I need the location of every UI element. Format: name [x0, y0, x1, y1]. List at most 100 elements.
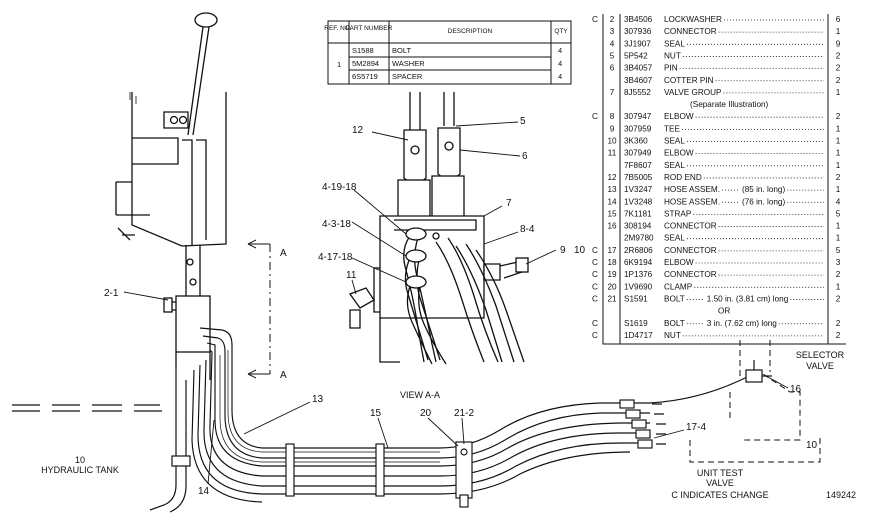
tank-ref-number: 10 — [75, 455, 85, 465]
parts-list-description: SEAL — [664, 161, 685, 170]
parts-list-ref: 20 — [607, 282, 617, 291]
parts-list-quantity: 2 — [836, 270, 841, 279]
table-row-part: S1588 — [352, 46, 374, 55]
parts-list-ref: 11 — [608, 149, 617, 158]
table-row-desc: SPACER — [392, 72, 423, 81]
parts-list-change-flag: C — [592, 331, 598, 340]
tank-caption: HYDRAULIC TANK — [41, 465, 119, 475]
parts-list-ref: 10 — [607, 137, 617, 146]
parts-list-quantity: 2 — [836, 76, 841, 85]
parts-list-part-number: S1619 — [624, 319, 648, 328]
callout-11: 11 — [346, 270, 357, 281]
parts-list-ref: 13 — [607, 185, 617, 194]
table-header-qty: QTY — [554, 28, 568, 35]
parts-list-description: SEAL — [664, 39, 685, 48]
parts-list-description: VALVE GROUP — [664, 88, 722, 97]
parts-list-quantity: 6 — [836, 15, 841, 24]
parts-list-part-number: 307936 — [624, 27, 652, 36]
callout-21-2: 21-2 — [454, 408, 474, 419]
parts-list-description: NUT — [664, 331, 681, 340]
parts-list-ref: 15 — [607, 209, 617, 218]
callout-14: 14 — [198, 486, 210, 497]
parts-list-quantity: 1 — [836, 124, 841, 133]
parts-list-change-flag: C — [592, 282, 598, 291]
parts-list-description: STRAP — [664, 209, 692, 218]
parts-list-part-number: 3J1907 — [624, 39, 651, 48]
parts-list-description: TEE — [664, 124, 680, 133]
parts-list-ref: 4 — [610, 39, 615, 48]
control-lever-assembly — [115, 12, 227, 380]
callout-2-1: 2-1 — [104, 288, 119, 299]
parts-list-quantity: 1 — [836, 149, 841, 158]
view-a-a-illustration — [348, 92, 529, 365]
table-row-part: 5M2894 — [352, 59, 379, 68]
tank-lines — [12, 370, 191, 513]
parts-list-description-detail: 3 in. (7.62 cm) long — [707, 319, 778, 328]
parts-list-description: SEAL — [664, 234, 685, 243]
unit-test-caption-2: VALVE — [706, 478, 734, 488]
figure-number: 149242 — [826, 490, 856, 500]
parts-list-ref: 19 — [607, 270, 617, 279]
parts-list-ref: 12 — [607, 173, 617, 182]
parts-list-description: ELBOW — [664, 258, 694, 267]
parts-list-change-flag: C — [592, 319, 598, 328]
parts-list-part-number: 307959 — [624, 124, 652, 133]
parts-list-ref: 8 — [610, 112, 615, 121]
callout-4-19-18: 4-19-18 — [322, 182, 357, 193]
callout-6: 6 — [522, 151, 528, 162]
parts-list-ref: 3 — [610, 27, 615, 36]
parts-list-part-number: 308194 — [624, 222, 652, 231]
top-parts-table — [327, 20, 572, 85]
parts-list-ref: 2 — [610, 15, 615, 24]
parts-list-quantity: 1 — [836, 222, 841, 231]
parts-list-description: NUT — [664, 51, 681, 60]
parts-list-ref: 16 — [607, 222, 617, 231]
top-table-rows: S1588 BOLT 4 5M2894 WASHER 4 6S5719 SPAC… — [352, 46, 562, 81]
parts-list-ref: 21 — [607, 294, 617, 303]
parts-list-description: COTTER PIN — [664, 76, 714, 85]
callout-8-4: 8-4 — [520, 224, 535, 235]
unit-test-caption-1: UNIT TEST — [697, 468, 744, 478]
callout-5: 5 — [520, 116, 526, 127]
section-label-a-bottom: A — [280, 370, 287, 381]
parts-list-description: CLAMP — [664, 282, 693, 291]
callout-9: 9 — [560, 245, 566, 256]
parts-list-quantity: 2 — [836, 51, 841, 60]
table-row-qty: 4 — [558, 72, 562, 81]
callout-17-4: 17-4 — [686, 422, 706, 433]
table-row-desc: BOLT — [392, 46, 411, 55]
callout-10-bottom: 10 — [806, 440, 818, 451]
parts-list-description: CONNECTOR — [664, 246, 717, 255]
parts-list-ref: 7 — [610, 88, 615, 97]
selector-caption-1: SELECTOR — [796, 350, 845, 360]
parts-list-part-number: 7F8607 — [624, 161, 652, 170]
parts-list-part-number: 1V9690 — [624, 282, 653, 291]
parts-list-description: CONNECTOR — [664, 27, 717, 36]
parts-list-ref: 5 — [610, 51, 615, 60]
table-row-desc: WASHER — [392, 59, 425, 68]
parts-list-part-number: 5P542 — [624, 51, 648, 60]
table-header-part: PART NUMBER — [346, 25, 393, 32]
callout-16: 16 — [790, 384, 802, 395]
parts-list-change-flag: C — [592, 294, 598, 303]
parts-list-change-flag: C — [592, 15, 598, 24]
parts-list-quantity: 3 — [836, 258, 841, 267]
parts-list-description: BOLT — [664, 294, 685, 303]
callout-4-17-18: 4-17-18 — [318, 252, 353, 263]
callout-13: 13 — [312, 394, 324, 405]
parts-list-part-number: 8J5552 — [624, 88, 651, 97]
parts-list-description: ELBOW — [664, 149, 694, 158]
table-header-ref: REF. NO. — [324, 25, 352, 32]
parts-list-quantity: 2 — [836, 331, 841, 340]
parts-list-description: PIN — [664, 64, 678, 73]
parts-list-quantity: 1 — [836, 88, 841, 97]
hose-bundle — [191, 327, 746, 508]
callout-4-3-18: 4-3-18 — [322, 219, 351, 230]
parts-list-part-number: 3B4607 — [624, 76, 653, 85]
parts-list-quantity: 2 — [836, 319, 841, 328]
parts-list-description: CONNECTOR — [664, 222, 717, 231]
parts-list-part-number: 6K9194 — [624, 258, 653, 267]
parts-list-part-number: 307949 — [624, 149, 652, 158]
